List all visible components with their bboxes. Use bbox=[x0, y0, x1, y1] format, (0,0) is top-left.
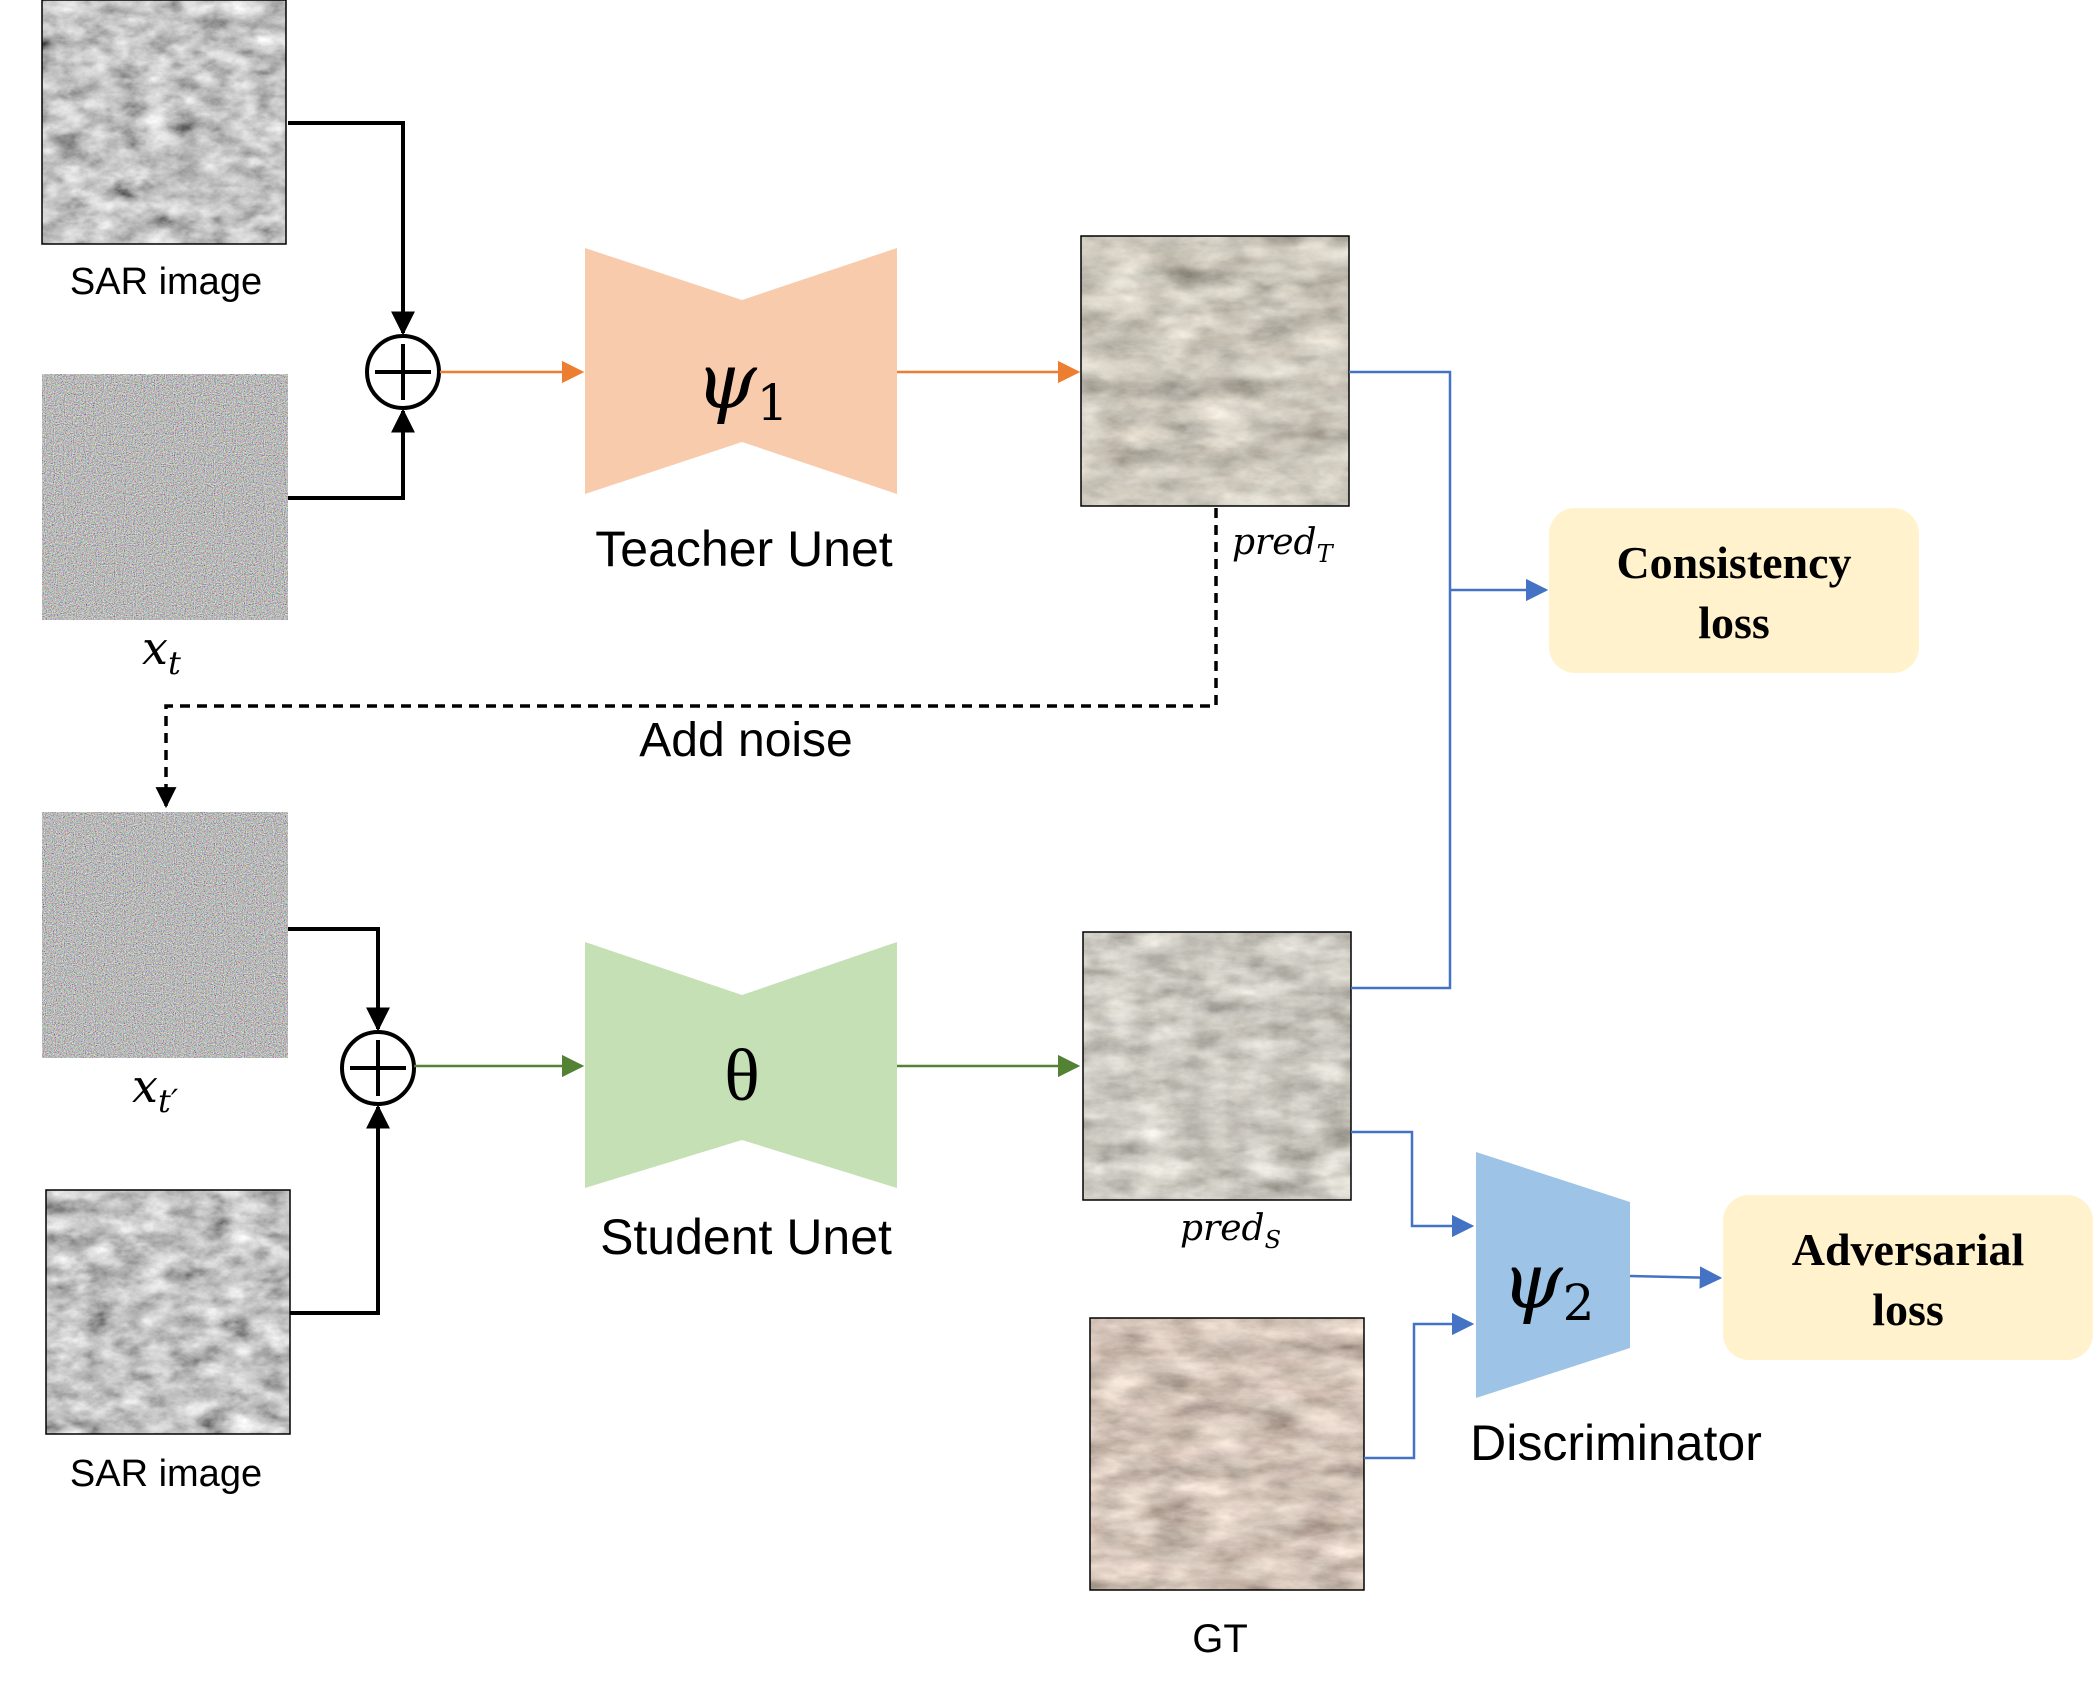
noisy-input-xt-prime bbox=[42, 812, 288, 1058]
pred-t-to-consistency-connector bbox=[1349, 370, 1452, 590]
concat-operator-top bbox=[365, 334, 441, 410]
noisy-input-xt bbox=[42, 374, 288, 620]
discriminator-label: Discriminator bbox=[1470, 1415, 1762, 1471]
concat-operator-bottom bbox=[340, 1030, 416, 1106]
discriminator-symbol: ψ2 bbox=[1502, 1237, 1595, 1332]
adversarial-loss-line2: loss bbox=[1872, 1284, 1944, 1335]
discriminator-to-adversarial-arrow bbox=[1629, 1266, 1723, 1289]
consistency-loss-line1: Consistency bbox=[1616, 537, 1851, 588]
teacher-unet-label: Teacher Unet bbox=[595, 521, 892, 577]
adversarial-loss-box bbox=[1723, 1195, 2093, 1360]
add-noise-label: Add noise bbox=[639, 714, 853, 767]
xt-to-concat-connector bbox=[288, 408, 415, 500]
student-symbol: θ bbox=[724, 1035, 759, 1117]
xt-prime-label: xt′ bbox=[132, 1059, 179, 1120]
consistency-loss-line2: loss bbox=[1698, 597, 1770, 648]
sar-top-to-concat-connector bbox=[288, 121, 415, 336]
pred-s-to-discriminator-connector bbox=[1351, 1130, 1475, 1238]
sar-image-top-label: SAR image bbox=[70, 261, 262, 303]
teacher-prediction-image bbox=[1080, 235, 1350, 507]
student-prediction-image bbox=[1082, 931, 1352, 1201]
xt-label: xt bbox=[142, 621, 181, 682]
pred-t-label: predT bbox=[1232, 522, 1335, 568]
xt-prime-to-concat-connector bbox=[288, 927, 390, 1032]
add-noise-connector bbox=[155, 508, 1218, 809]
teacher-symbol: ψ1 bbox=[696, 337, 789, 432]
discriminator-shape bbox=[1476, 1152, 1630, 1398]
adversarial-loss-line1: Adversarial bbox=[1792, 1224, 2025, 1275]
pred-s-to-consistency-connector bbox=[1351, 590, 1452, 990]
sar-image-bottom-label: SAR image bbox=[70, 1453, 262, 1495]
gt-to-discriminator-connector bbox=[1364, 1312, 1475, 1460]
pred-s-label: predS bbox=[1180, 1208, 1281, 1254]
consistency-loss-box bbox=[1549, 508, 1919, 673]
sar-bottom-to-concat-connector bbox=[290, 1104, 390, 1315]
teacher-unet-shape bbox=[585, 248, 897, 494]
student-unet-label: Student Unet bbox=[600, 1209, 892, 1265]
sar-image-bottom bbox=[45, 1189, 291, 1435]
gt-label: GT bbox=[1192, 1617, 1248, 1661]
student-unet-shape bbox=[585, 942, 897, 1188]
ground-truth-image bbox=[1089, 1317, 1365, 1591]
sar-image-top bbox=[41, 0, 287, 245]
